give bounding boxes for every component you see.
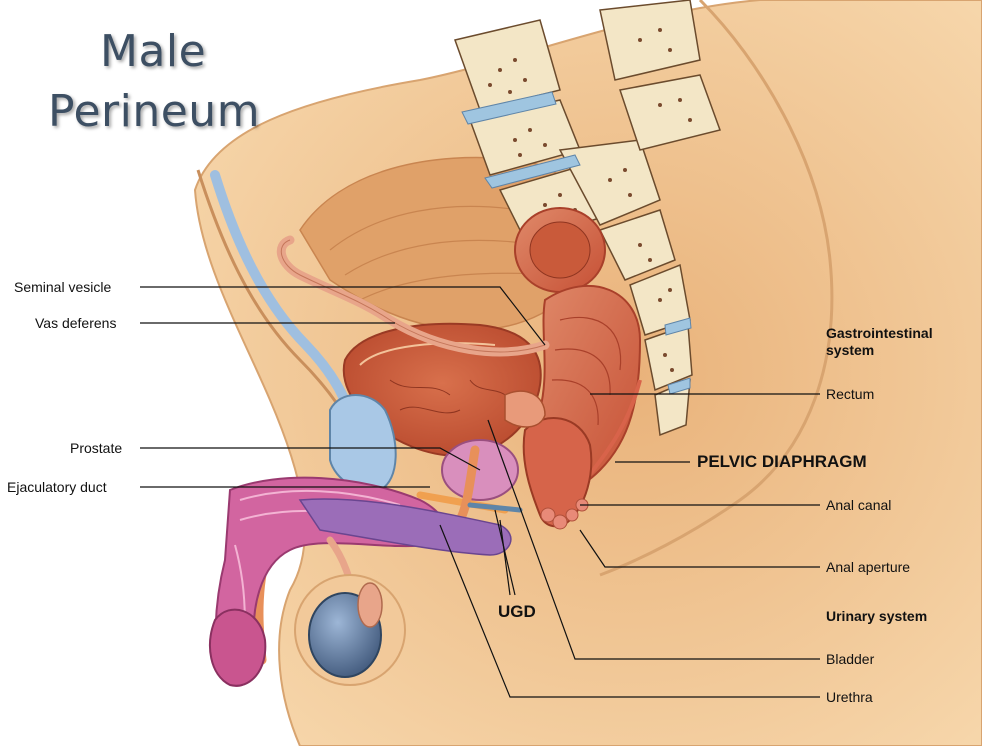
- label-pelvic-diaphragm: PELVIC DIAPHRAGM: [697, 452, 867, 471]
- label-rectum: Rectum: [826, 386, 875, 402]
- leader-lines: [140, 286, 820, 698]
- epididymis: [357, 582, 383, 628]
- leader-ugd-2: [494, 509, 516, 596]
- label-urethra: Urethra: [826, 689, 873, 705]
- label-prostate: Prostate: [70, 440, 123, 456]
- heading-urinary-system: Urinary system: [826, 608, 928, 624]
- ugd-muscle: [467, 502, 523, 513]
- back-contour: [599, 0, 834, 577]
- abdominal-wall-blue: [210, 170, 357, 425]
- label-vas-deferens: Vas deferens: [35, 315, 117, 331]
- label-ejaculatory-duct: Ejaculatory duct: [7, 479, 107, 495]
- label-ugd: UGD: [498, 602, 536, 621]
- heading-gi-line1: Gastrointestinal: [826, 325, 933, 341]
- heading-gi-line2: system: [826, 341, 875, 358]
- label-bladder: Bladder: [826, 651, 875, 667]
- leader-anal-aperture: [579, 529, 820, 568]
- bone-texture: [488, 28, 692, 372]
- title-line-1: Male: [100, 26, 207, 77]
- leader-seminal-vesicle: [140, 286, 546, 346]
- leader-prostate: [140, 447, 481, 471]
- title-line-2: Perineum: [48, 86, 261, 137]
- label-anal-canal: Anal canal: [826, 497, 892, 513]
- label-anal-aperture: Anal aperture: [826, 559, 911, 575]
- leader-bladder: [487, 419, 820, 660]
- corpus-spongiosum: [298, 498, 512, 556]
- seminal-vesicle-shape: [504, 390, 546, 428]
- heading-gastrointestinal: Gastrointestinal system: [826, 325, 933, 359]
- leader-urethra: [439, 524, 820, 698]
- leader-ugd: [499, 519, 511, 596]
- label-seminal-vesicle: Seminal vesicle: [14, 279, 112, 295]
- pelvic-diaphragm-muscle: [583, 379, 642, 482]
- spine-discs: [461, 91, 692, 395]
- glans: [209, 608, 267, 687]
